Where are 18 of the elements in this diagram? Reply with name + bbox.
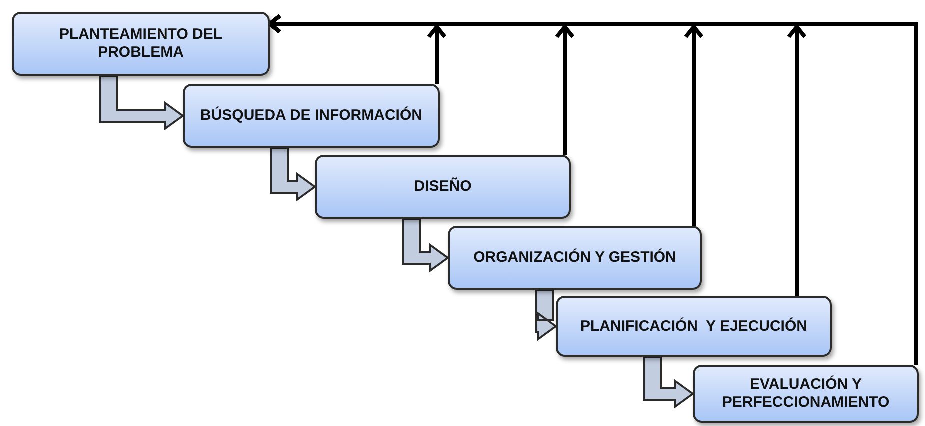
block-arrow [99,75,185,131]
process-box [448,226,702,290]
feedback-arrow [268,14,918,365]
process-box [315,155,571,219]
block-arrow [643,356,695,409]
process-box [183,84,440,148]
block-arrow [535,289,558,342]
process-box [556,296,832,357]
step-label: PLANTEAMIENTO DEL PROBLEMA [58,26,224,62]
block-arrow [402,218,450,273]
step-label: EVALUACIÓN Y PERFECCIONAMIENTO [721,376,891,412]
process-box [693,365,919,423]
step-label: BÚSQUEDA DE INFORMACIÓN [200,107,422,125]
step-label: ORGANIZACIÓN Y GESTIÓN [474,249,676,267]
block-arrow [270,147,317,202]
step-label: DISEÑO [414,178,472,196]
step-label: PLANIFICACIÓN Y EJECUCIÓN [580,318,808,336]
process-box [12,12,270,76]
